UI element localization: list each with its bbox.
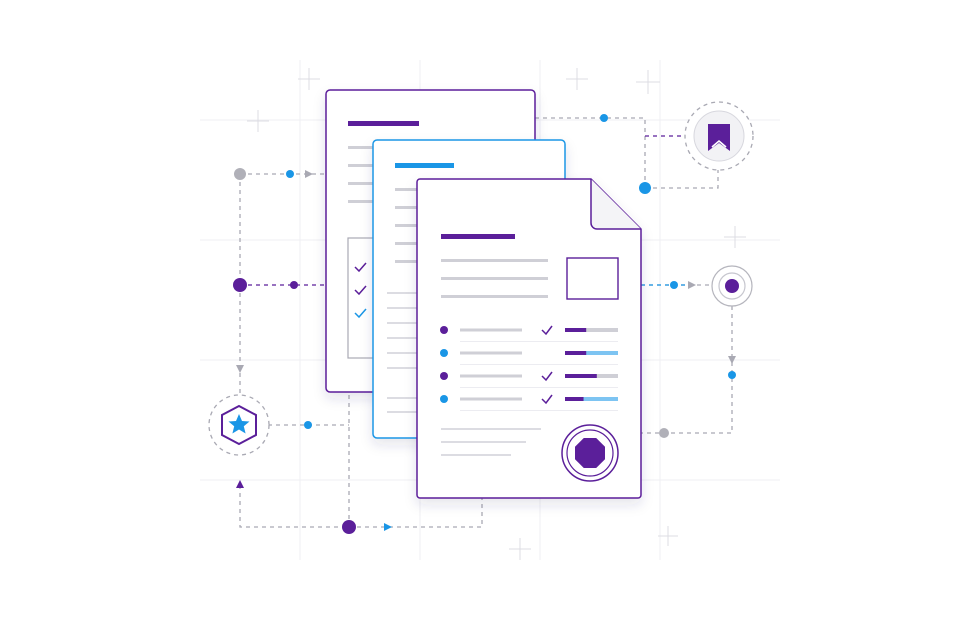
- row-label-line: [460, 374, 522, 378]
- certificate-seal: [561, 424, 619, 482]
- sparkle-icon: [636, 70, 660, 94]
- sparkle-icon: [509, 538, 531, 560]
- accent-connector-lines: [248, 135, 686, 286]
- document-title-bar: [348, 121, 419, 126]
- row-label-line: [460, 328, 522, 332]
- node-dot: [286, 170, 294, 178]
- sparkle-icon: [298, 68, 320, 90]
- row-divider: [460, 341, 618, 342]
- sparkle-decorations: [247, 68, 746, 560]
- node-dot: [233, 278, 247, 292]
- checkmark-icon: [541, 325, 553, 336]
- node-dot: [342, 520, 356, 534]
- arrow-right-icon: [305, 170, 313, 178]
- node-dot: [728, 371, 736, 379]
- row-label-line: [460, 351, 522, 355]
- progress-fill: [565, 351, 587, 355]
- document-title-bar: [395, 163, 454, 168]
- bookmark-badge: [684, 101, 754, 171]
- checkmark-icon: [354, 285, 367, 296]
- arrow-down-icon: [236, 365, 244, 373]
- data-rows: [440, 325, 618, 411]
- row-bullet: [440, 326, 448, 334]
- row-label-line: [460, 397, 522, 401]
- node-dot: [600, 114, 608, 122]
- row-divider: [460, 410, 618, 411]
- row-bullet: [440, 349, 448, 357]
- row-bullet: [440, 372, 448, 380]
- octagon-seal-icon: [575, 438, 605, 468]
- checkmark-icon: [541, 394, 553, 405]
- sparkle-icon: [658, 526, 678, 546]
- node-dot: [670, 281, 678, 289]
- target-badge: [711, 265, 753, 307]
- progress-track: [565, 351, 618, 355]
- node-dot: [234, 168, 246, 180]
- progress-fill: [565, 397, 584, 401]
- checkmark-icon: [541, 371, 553, 382]
- arrow-down-icon: [728, 356, 736, 364]
- sparkle-icon: [247, 110, 269, 132]
- document-card-front: [416, 178, 642, 499]
- connector-lines: [239, 117, 733, 528]
- connector-nodes: [233, 114, 736, 534]
- row-bullet: [440, 395, 448, 403]
- sparkle-icon: [724, 226, 746, 248]
- progress-fill: [565, 374, 597, 378]
- row-divider: [460, 387, 618, 388]
- progress-track: [565, 397, 618, 401]
- checkmark-icon: [354, 308, 367, 319]
- image-placeholder-icon: [566, 257, 619, 300]
- progress-track: [565, 328, 618, 332]
- node-dot: [304, 421, 312, 429]
- sparkle-icon: [566, 68, 588, 90]
- checkmark-icon: [354, 262, 367, 273]
- node-dot: [659, 428, 669, 438]
- arrow-up-icon: [236, 480, 244, 488]
- target-icon: [725, 279, 739, 293]
- row-divider: [460, 364, 618, 365]
- star-badge: [208, 394, 270, 456]
- node-dot: [639, 182, 651, 194]
- star-icon: [228, 414, 250, 434]
- page-fold: [590, 179, 641, 230]
- node-dot: [290, 281, 298, 289]
- document-title-bar: [441, 234, 515, 239]
- arrow-right-icon: [688, 281, 696, 289]
- progress-fill: [565, 328, 587, 332]
- bookmark-icon: [708, 124, 730, 151]
- arrow-right-icon: [384, 523, 392, 531]
